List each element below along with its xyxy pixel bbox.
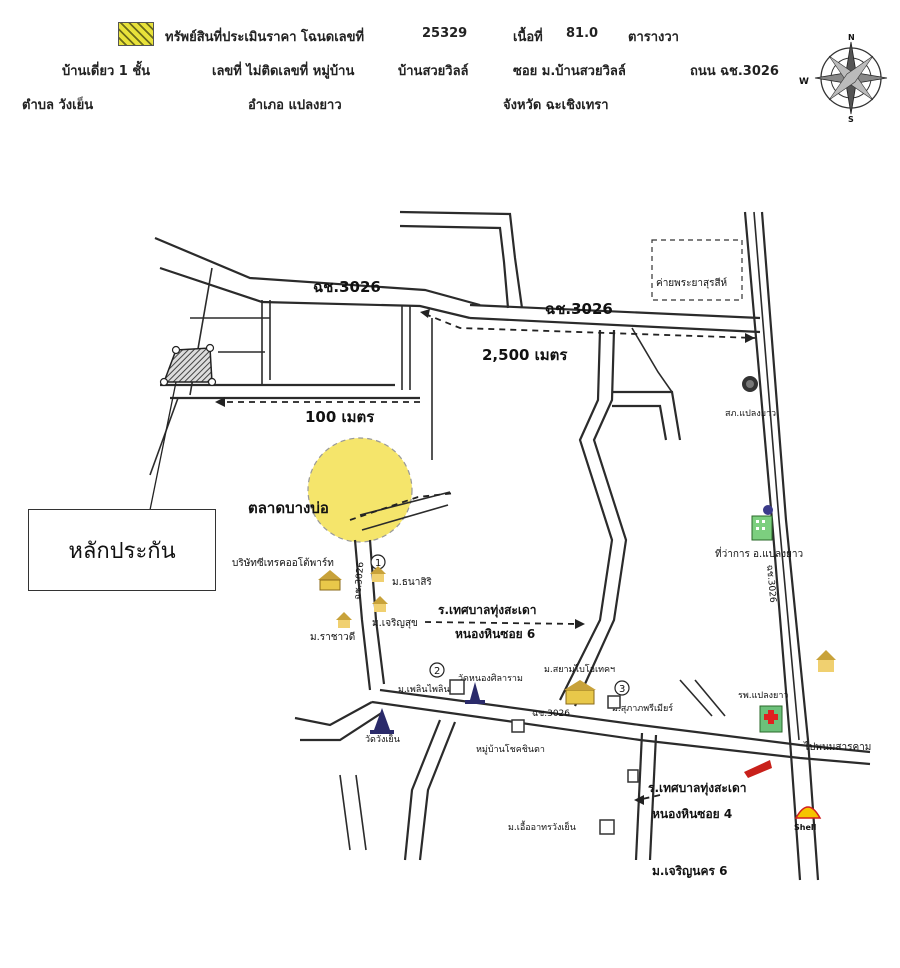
hospital-label: รพ.แปลงยาว [738,691,788,701]
bottom-road-label: ฉช.3026 [532,709,570,719]
hospital-icon [759,705,783,733]
police-label: สภ.แปลงยาว [725,409,776,419]
school4-building [627,769,639,783]
market-highlight [307,437,413,543]
village-chai-label: หมู่บ้านโชคชินตา [476,744,545,755]
soi-name: ซอย ม.บ้านสวยวิลล์ [513,64,626,79]
uea-building [599,819,615,835]
pavilion-icon [816,650,836,672]
temple-icon-nong [465,682,485,704]
thanasiri-label: ม.ธนาสิริ [392,577,432,588]
wat-wang-label: วัดวังเย็น [365,732,400,745]
side-road-label-2: ฉช.3026 [764,564,777,603]
wat-nong-label: วัดหนองศิลาราม [458,673,523,684]
area-unit: ตารางวา [628,30,679,45]
honda-icon [744,760,772,778]
collateral-label: หลักประกัน [68,538,176,564]
premier-label: ม.สุภาภพรีเมียร์ [612,702,673,714]
compass-north: N [848,33,855,42]
siam-label: ม.สยามไบโอเทคฯ [544,664,615,675]
area-value: 81.0 [566,26,599,41]
compass-icon: N S W [799,33,888,124]
road-name: ถนน ฉช.3026 [690,64,779,79]
collateral-plot [162,347,213,383]
svg-text:3: 3 [619,684,625,695]
government-building-icon [751,505,773,541]
plern-building [449,679,465,695]
right-edge-road-label: ไปพนมสารคาม [803,741,871,753]
school4-label: ร.เทศบาลทุ่งสะเดา [648,781,747,796]
temple-icon-wang [370,708,394,734]
house-icon-charoensuk [372,596,388,612]
compass-west: W [799,77,809,87]
plern-label: ม.เพลินไพลิน [398,684,450,695]
company-label: บริษัทซีเทรคออโต้พาร์ท [232,556,334,569]
road-3026-label-b: ฉช.3026 [545,300,613,318]
school4-arrow [637,794,661,801]
market-arrow [349,492,456,521]
tambon-name: ตำบล วังเย็น [22,98,94,113]
dist-100-label: 100 เมตร [305,408,375,426]
charoen6-label: ม.เจริญนคร 6 [652,864,727,878]
province-name: จังหวัด ฉะเชิงเทรา [503,98,609,113]
school4-sub-label: หนองหินซอย 4 [652,807,732,821]
deed-number: 25329 [422,26,468,41]
svg-text:1: 1 [375,558,381,569]
road-network [149,210,871,881]
road-3026-label-a: ฉช.3026 [313,278,381,296]
svg-text:Shell: Shell [794,823,817,832]
school6-sub-label: หนองหินซอย 6 [455,627,535,641]
rachawadee-label: ม.ราชาวดี [310,631,355,643]
marker-2: 2 [429,662,445,678]
amphoe-name: อำเภอ แปลงยาว [248,98,342,113]
charoensuk-label: ม.เจริญสุข [372,618,418,629]
premier-building [607,695,621,709]
side-road-label-1: ฉช.3026 [353,561,366,600]
district-office-label: ที่ว่าการ อ.แปลงยาว [715,546,803,560]
school-icon [318,570,342,591]
marker-3: 3 [614,680,630,696]
collateral-callout: หลักประกัน [28,509,216,591]
camp-boundary [651,239,743,301]
house-number: เลขที่ ไม่ติดเลขที่ หมู่บ้าน [212,64,355,79]
compass-south: S [848,115,854,124]
house-type: บ้านเดี่ยว 1 ชั้น [62,64,151,79]
school-icon-siam [564,680,596,705]
legend-swatch [118,22,154,46]
village-name: บ้านสวยวิลล์ [398,64,469,79]
area-label: เนื้อที่ [513,30,543,45]
house-icon-rachawadee [336,612,352,628]
market-label: ตลาดบางบ่อ [248,499,329,517]
camp-label: ค่ายพระยาสุรสีห์ [656,277,727,289]
school6-label: ร.เทศบาลทุ่งสะเดา [438,603,537,618]
uea-label: ม.เอื้ออาทรวังเย็น [508,820,576,833]
school6-arrow [424,621,581,625]
police-icon [742,376,758,392]
shell-icon: Shell [794,806,822,832]
legend-text: ทรัพย์สินที่ประเมินราคา โฉนดเลขที่ [165,30,365,45]
dist-2500-arrow [424,313,756,339]
house-icon-thanasiri [370,566,386,582]
dist-2500-label: 2,500 เมตร [482,346,568,364]
village-chai-building [511,719,525,733]
svg-text:2: 2 [434,666,440,677]
